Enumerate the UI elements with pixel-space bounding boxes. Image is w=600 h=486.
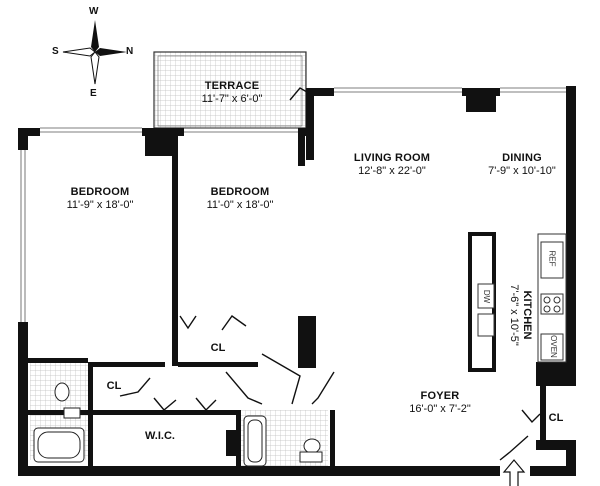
kitchen-sink (477, 313, 495, 337)
room-name: TERRACE (204, 80, 260, 92)
dishwasher (477, 283, 495, 309)
compass-west: W (89, 6, 99, 17)
kitchen-counters (477, 233, 567, 363)
entry-arrow-icon (502, 459, 526, 486)
compass-south: S (52, 46, 59, 57)
label-dishwasher: DW (482, 289, 492, 304)
terrace (153, 51, 307, 129)
room-kitchen: KITCHEN 7'-6" x 10'-5" (507, 284, 533, 346)
room-dining: DINING 7'-9" x 10'-10" (488, 152, 556, 178)
room-dims: 11'-0" x 18'-0" (206, 199, 274, 211)
room-name: KITCHEN (521, 290, 533, 340)
room-foyer: FOYER 16'-0" x 7'-2" (409, 390, 471, 416)
room-dims: 7'-6" x 10'-5" (508, 284, 520, 346)
room-dims: 7'-9" x 10'-10" (488, 165, 556, 177)
room-name: BEDROOM (210, 186, 270, 198)
room-dims: 11'-9" x 18'-0" (66, 199, 134, 211)
closet-foyer: CL (548, 412, 564, 424)
room-wic: W.I.C. (145, 430, 175, 442)
room-name: FOYER (420, 390, 460, 402)
label-refrigerator: REF (547, 250, 557, 267)
compass-north: N (126, 46, 134, 57)
room-name: BEDROOM (70, 186, 130, 198)
room-dims: 11'-7" x 6'-0" (201, 93, 263, 105)
closet-bedroom-2: CL (210, 342, 226, 354)
door-swings (119, 87, 541, 461)
compass-east: E (90, 88, 97, 99)
room-living: LIVING ROOM 12'-8" x 22'-0" (354, 152, 430, 178)
windows (20, 87, 566, 322)
toilet-2 (303, 438, 321, 454)
sink-2 (299, 451, 323, 463)
room-dims: 16'-0" x 7'-2" (409, 403, 471, 415)
sink-1 (63, 407, 81, 419)
room-bedroom-2: BEDROOM 11'-0" x 18'-0" (207, 186, 274, 212)
toilet-1 (54, 382, 70, 402)
room-bedroom-1: BEDROOM 11'-9" x 18'-0" (67, 186, 134, 212)
room-dims: 12'-8" x 22'-0" (358, 165, 426, 177)
room-name: LIVING ROOM (353, 152, 431, 164)
closet-hall: CL (106, 380, 122, 392)
refrigerator (540, 241, 564, 279)
bathroom-fixtures (33, 382, 323, 467)
compass-rose-icon (62, 20, 127, 85)
label-oven: OVEN (548, 335, 558, 358)
room-name: DINING (502, 152, 542, 164)
oven (540, 333, 564, 361)
room-terrace: TERRACE 11'-7" x 6'-0" (202, 80, 263, 106)
